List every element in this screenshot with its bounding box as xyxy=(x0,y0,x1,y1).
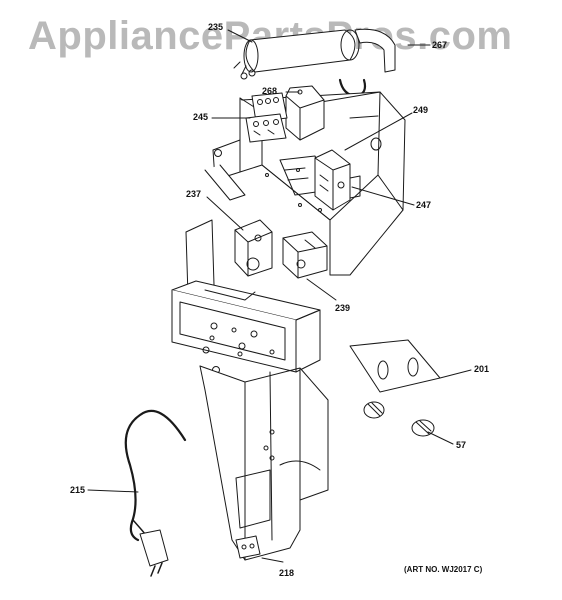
relay xyxy=(285,85,325,141)
callout-267: 267 xyxy=(432,40,448,50)
callout-245: 245 xyxy=(193,112,209,122)
callout-201: 201 xyxy=(474,364,490,374)
mounting-bracket xyxy=(171,219,321,374)
overlay-plate xyxy=(349,339,441,393)
callout-237: 237 xyxy=(186,189,202,199)
callout-239: 239 xyxy=(335,303,351,313)
wire-connector xyxy=(235,535,261,559)
art-number: (ART NO. WJ2017 C) xyxy=(404,565,483,574)
callout-268: 268 xyxy=(262,86,278,96)
motor-timer xyxy=(282,231,328,279)
callout-218: 218 xyxy=(279,568,295,578)
callout-247: 247 xyxy=(416,200,432,210)
switch-assembly xyxy=(314,149,361,211)
callout-235: 235 xyxy=(208,22,224,32)
capacitor xyxy=(233,29,360,80)
chassis-plate xyxy=(199,365,329,561)
callout-215: 215 xyxy=(70,485,86,495)
thermostat-control xyxy=(234,219,273,277)
callout-57: 57 xyxy=(456,440,467,450)
callout-249: 249 xyxy=(413,105,429,115)
terminal-block xyxy=(245,92,288,143)
power-cord xyxy=(124,409,187,577)
control-knob xyxy=(363,401,385,419)
leader-lines xyxy=(87,29,472,563)
